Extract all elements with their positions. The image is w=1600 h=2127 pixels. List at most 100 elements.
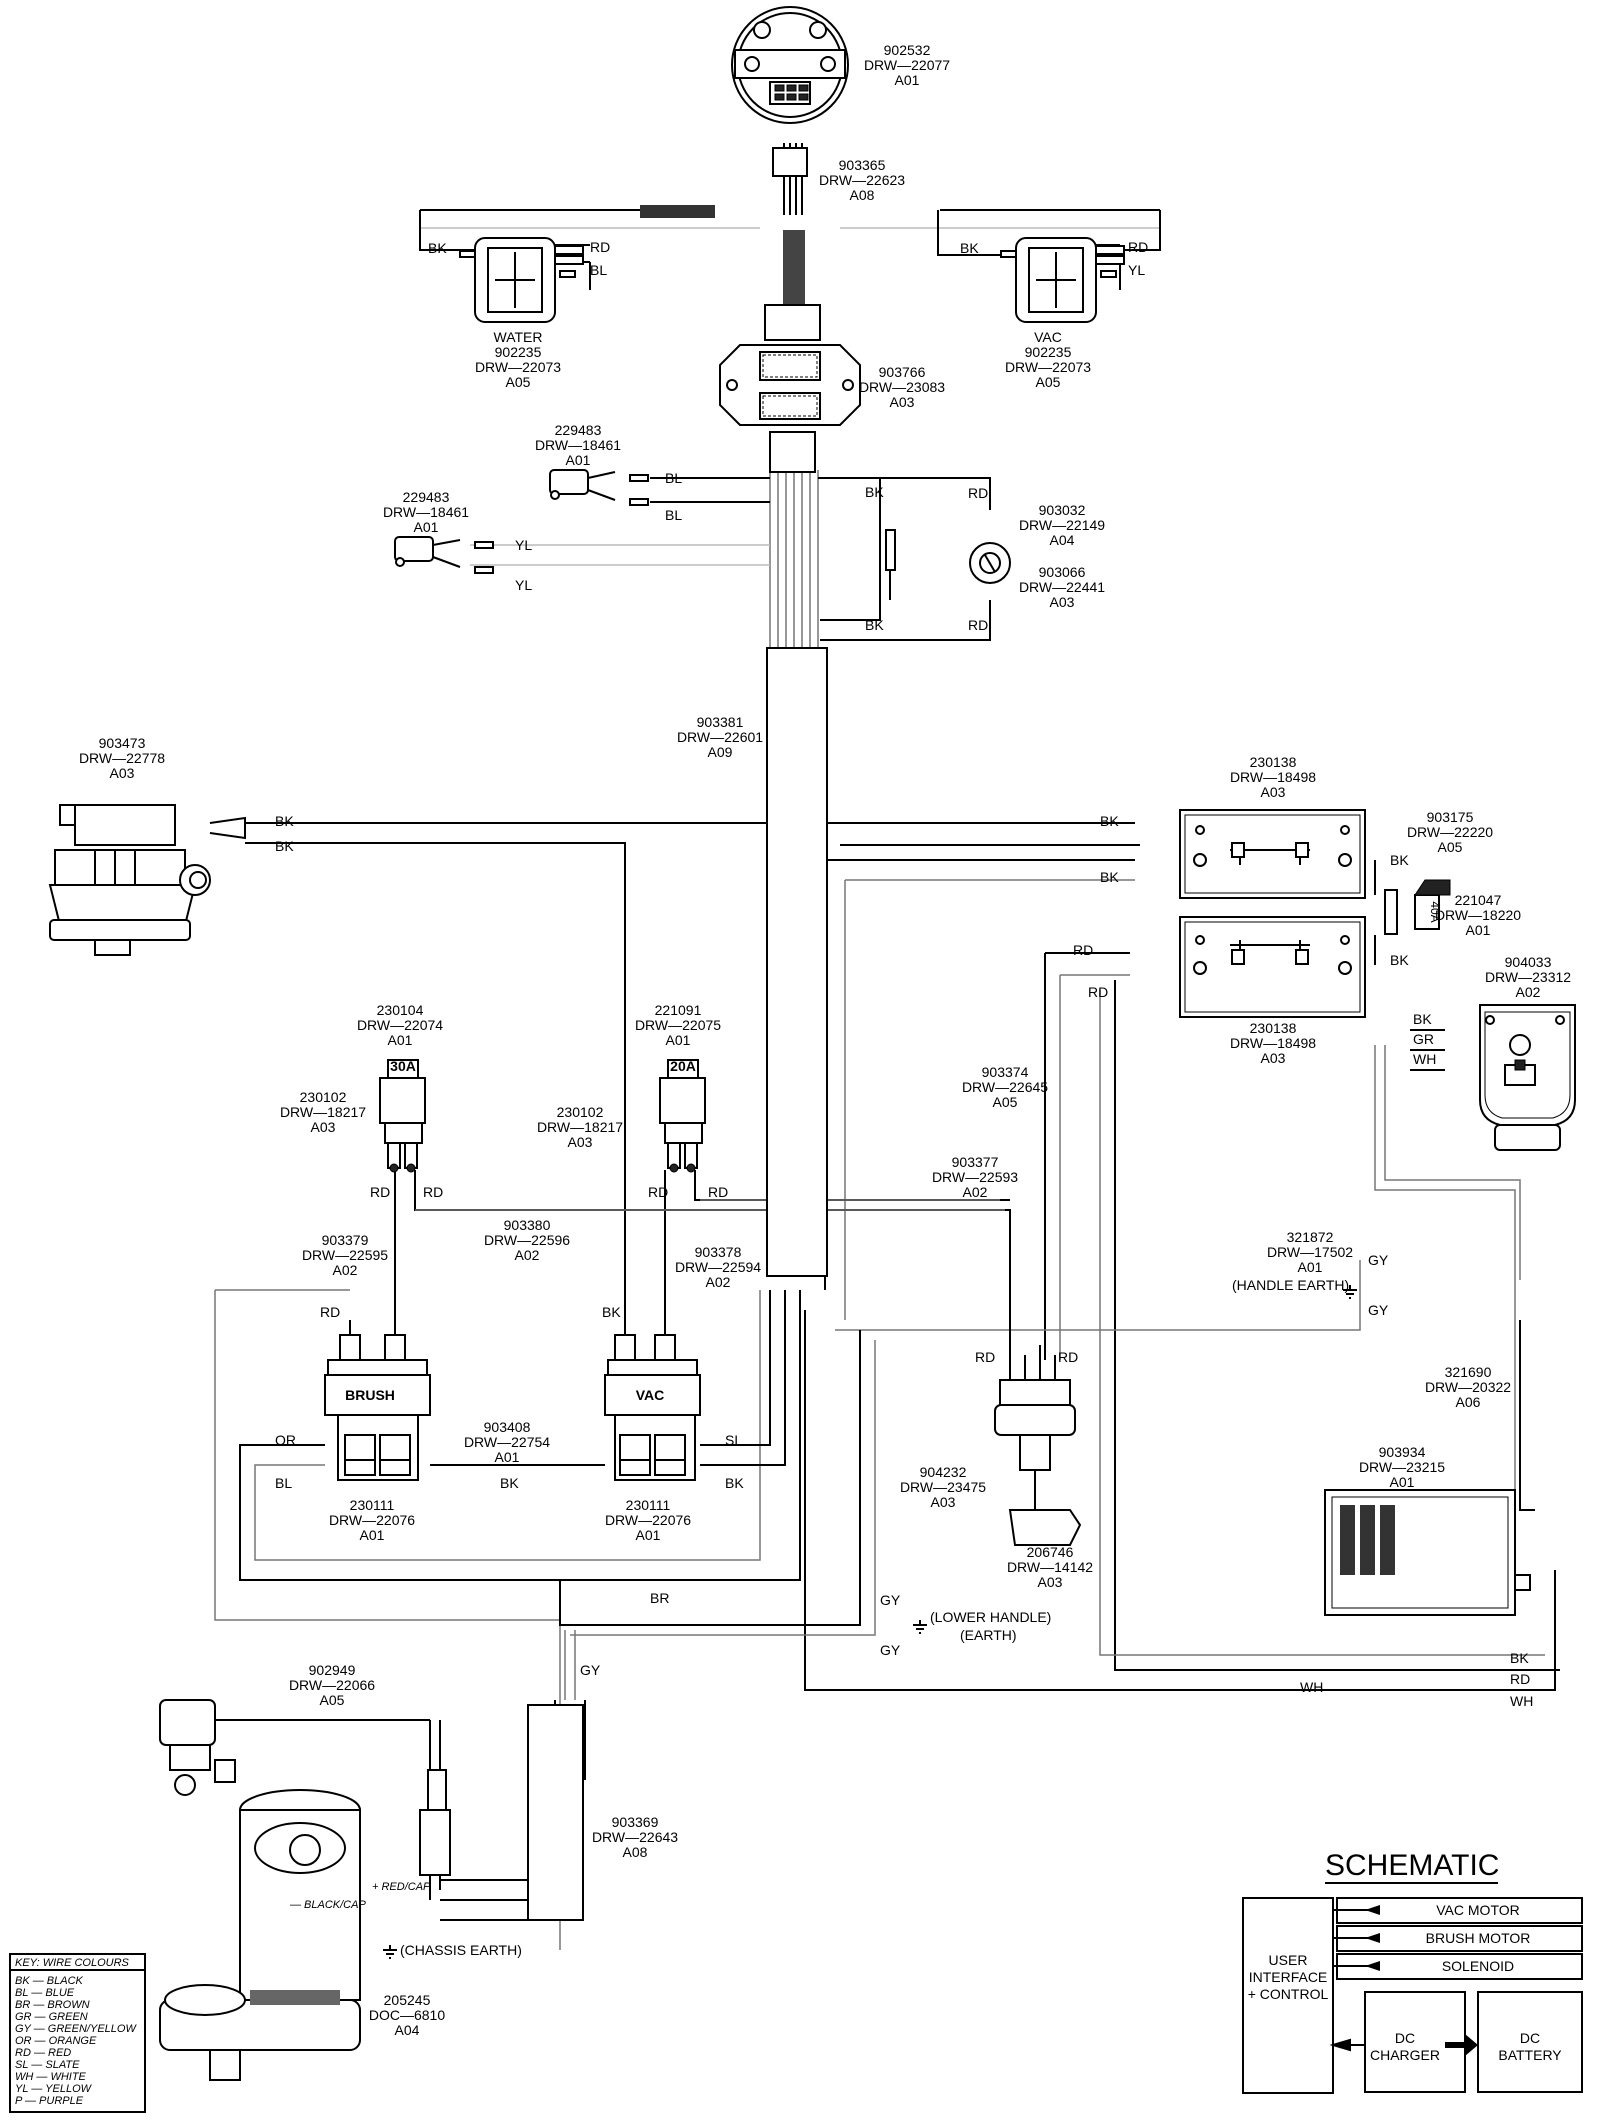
callout: 321690 — [1445, 1364, 1492, 1380]
key-entry: P — PURPLE — [15, 2095, 84, 2107]
schematic-label: BATTERY — [1498, 2047, 1562, 2063]
wire-label: BL — [665, 470, 682, 486]
callout: A02 — [515, 1247, 540, 1263]
vac-motor — [48, 804, 246, 956]
callout: DRW—22643 — [592, 1829, 678, 1845]
callout: 903374 — [982, 1064, 1029, 1080]
callout: DRW—22596 — [484, 1232, 570, 1248]
fuse-holder-brush — [379, 1059, 426, 1173]
wire-label: BK — [1390, 952, 1409, 968]
fuse-rating: 30A — [390, 1058, 416, 1074]
callout: 230104 — [377, 1002, 424, 1018]
schematic-label: VAC MOTOR — [1436, 1902, 1520, 1918]
callout: DRW—22149 — [1019, 517, 1105, 533]
key-entry: BK — BLACK — [15, 1975, 84, 1987]
callout: DRW—22778 — [79, 750, 165, 766]
key-entry: BR — BROWN — [15, 1999, 90, 2011]
callout: 206746 — [1027, 1544, 1074, 1560]
vac-switch — [1000, 237, 1125, 323]
callout: 221091 — [655, 1002, 702, 1018]
callout: A03 — [890, 394, 915, 410]
isolator — [994, 1379, 1082, 1546]
connector — [764, 304, 821, 341]
wire-label: GY — [880, 1642, 901, 1658]
callout: 221047 — [1455, 892, 1502, 908]
callout: DRW—23475 — [900, 1479, 986, 1495]
wire-label: BK — [1100, 813, 1119, 829]
schematic-label: + CONTROL — [1248, 1986, 1329, 2002]
wire-label: BK — [428, 240, 447, 256]
wire-label: RD — [590, 239, 610, 255]
callout: A01 — [566, 452, 591, 468]
key-entry: OR — ORANGE — [15, 2035, 97, 2047]
callout: DRW—22077 — [864, 57, 950, 73]
callout: 904232 — [920, 1464, 967, 1480]
callout: DRW—18461 — [383, 504, 469, 520]
fuse-holder-vac — [659, 1059, 706, 1173]
callout: 903066 — [1039, 564, 1086, 580]
callout: DRW—22075 — [635, 1017, 721, 1033]
callout: 902532 — [884, 42, 931, 58]
callout: A02 — [1516, 984, 1541, 1000]
callout: 903381 — [697, 714, 744, 730]
callout: A01 — [666, 1032, 691, 1048]
callout: A01 — [360, 1527, 385, 1543]
callout: DRW—17502 — [1267, 1244, 1353, 1260]
brush-harness-sleeve — [527, 1704, 584, 1921]
callout: A01 — [1466, 922, 1491, 938]
callout: 902949 — [309, 1662, 356, 1678]
callout: A03 — [311, 1119, 336, 1135]
callout: 903032 — [1039, 502, 1086, 518]
callout: 903175 — [1427, 809, 1474, 825]
wire-label: BK — [865, 617, 884, 633]
callout: 230102 — [300, 1089, 347, 1105]
wire-label: GY — [580, 1662, 601, 1678]
callout: A01 — [495, 1449, 520, 1465]
callout: 903378 — [695, 1244, 742, 1260]
callout: 902235 — [1025, 344, 1072, 360]
wire-label: YL — [1128, 262, 1145, 278]
wire-label: RD — [1073, 942, 1093, 958]
wire-label: RD — [648, 1184, 668, 1200]
callout: A05 — [1438, 839, 1463, 855]
wire-label: GR — [1413, 1031, 1434, 1047]
callout: 229483 — [555, 422, 602, 438]
wire-label: BK — [1100, 869, 1119, 885]
callout: A05 — [1036, 374, 1061, 390]
callout: VAC — [1034, 329, 1062, 345]
callout: DRW—22066 — [289, 1677, 375, 1693]
wire-label: WH — [1510, 1693, 1533, 1709]
callout: 903934 — [1379, 1444, 1426, 1460]
wire-label: BL — [665, 507, 682, 523]
callout: 903408 — [484, 1419, 531, 1435]
earth-annotation: (LOWER HANDLE) — [930, 1609, 1051, 1625]
wire-label: RD — [423, 1184, 443, 1200]
callout: 903766 — [879, 364, 926, 380]
callout: DRW—22441 — [1019, 579, 1105, 595]
callout: DRW—22601 — [677, 729, 763, 745]
callout: 230111 — [626, 1497, 671, 1513]
wire-label: RD — [1510, 1671, 1530, 1687]
callout: DRW—22595 — [302, 1247, 388, 1263]
callout: A08 — [850, 187, 875, 203]
callout: A02 — [963, 1184, 988, 1200]
sleeve — [640, 205, 715, 218]
callout: DRW—23083 — [859, 379, 945, 395]
wire-label: BK — [1413, 1011, 1432, 1027]
callout: DRW—22074 — [357, 1017, 443, 1033]
wire-label: RD — [975, 1349, 995, 1365]
wire-label: BK — [725, 1475, 744, 1491]
contactor-label: BRUSH — [345, 1387, 395, 1403]
terminal-label: + RED/CAP — [372, 1881, 431, 1893]
callout: DRW—22754 — [464, 1434, 550, 1450]
callout: A01 — [388, 1032, 413, 1048]
wire-label: BK — [275, 838, 294, 854]
schematic-label: INTERFACE — [1249, 1969, 1328, 1985]
wire-label: RD — [1128, 239, 1148, 255]
callout: A05 — [506, 374, 531, 390]
contactor-brush — [324, 1334, 431, 1481]
callout: A03 — [1038, 1574, 1063, 1590]
callout: 229483 — [403, 489, 450, 505]
callout: DRW—14142 — [1007, 1559, 1093, 1575]
